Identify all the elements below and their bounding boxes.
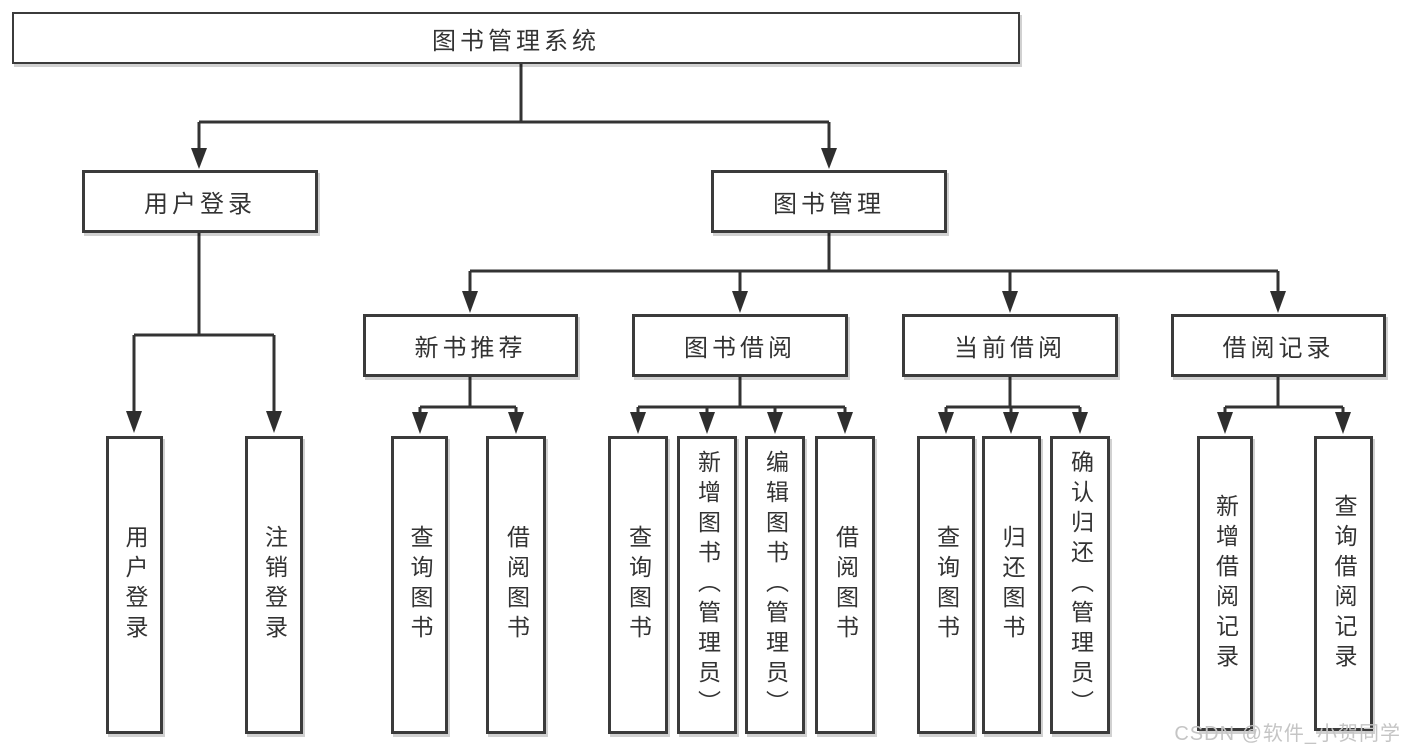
- connector-book-borrow-to-leaves: [630, 377, 853, 434]
- node-user-login: 用户登录: [82, 170, 318, 233]
- leaf-confirm-return-admin: 确认归还（管理员）: [1050, 436, 1110, 734]
- node-label: 编辑图书（管理员）: [762, 450, 789, 720]
- node-label: 新增图书（管理员）: [694, 450, 721, 720]
- node-label: 查询图书: [407, 525, 433, 645]
- arrow-icon: [630, 412, 646, 434]
- arrow-icon: [837, 412, 853, 434]
- node-label: 当前借阅: [954, 335, 1066, 362]
- arrow-icon: [462, 291, 478, 313]
- node-label: 图书借阅: [684, 335, 796, 362]
- node-label: 用户登录: [122, 525, 148, 645]
- leaf-user-login: 用户登录: [106, 436, 163, 734]
- node-label: 用户登录: [144, 191, 256, 218]
- node-book-management: 图书管理: [711, 170, 947, 233]
- node-label: 借阅图书: [832, 525, 859, 645]
- node-label: 查询借阅记录: [1331, 493, 1357, 674]
- arrow-icon: [1217, 412, 1233, 434]
- arrow-icon: [508, 412, 524, 434]
- leaf-add-book-admin: 新增图书（管理员）: [677, 436, 737, 734]
- arrow-icon: [1072, 412, 1088, 434]
- leaf-borrow-books: 借阅图书: [815, 436, 875, 734]
- arrow-icon: [1335, 412, 1351, 434]
- watermark: CSDN @软件_小贺同学: [1174, 723, 1401, 745]
- leaf-query-books-recommend: 查询图书: [391, 436, 448, 734]
- node-library-system: 图书管理系统: [12, 12, 1020, 64]
- leaf-logout: 注销登录: [245, 436, 303, 734]
- node-label: 借阅记录: [1222, 335, 1335, 362]
- node-label: 查询图书: [625, 525, 652, 645]
- connector-book-mgmt-to-level3: [462, 233, 1286, 313]
- arrow-icon: [1003, 412, 1019, 434]
- arrow-icon: [821, 148, 837, 169]
- arrow-icon: [126, 411, 142, 433]
- node-book-borrow: 图书借阅: [632, 314, 848, 377]
- node-label: 图书管理系统: [432, 27, 600, 55]
- arrow-icon: [699, 412, 715, 434]
- connector-root-to-level2: [191, 64, 837, 169]
- leaf-add-borrow-record: 新增借阅记录: [1197, 436, 1253, 731]
- arrow-icon: [191, 148, 207, 169]
- node-label: 图书管理: [773, 191, 885, 218]
- leaf-query-books-current: 查询图书: [917, 436, 975, 734]
- leaf-query-books-borrow: 查询图书: [608, 436, 668, 734]
- node-new-book-recommend: 新书推荐: [363, 314, 578, 377]
- node-current-borrow: 当前借阅: [902, 314, 1118, 377]
- connector-new-books-to-leaves: [412, 377, 524, 434]
- leaf-query-borrow-record: 查询借阅记录: [1314, 436, 1373, 731]
- node-borrow-records: 借阅记录: [1171, 314, 1386, 377]
- connector-current-borrow-to-leaves: [938, 377, 1088, 434]
- arrow-icon: [938, 412, 954, 434]
- node-label: 借阅图书: [503, 525, 530, 645]
- arrow-icon: [732, 291, 748, 313]
- arrow-icon: [767, 412, 783, 434]
- leaf-return-books: 归还图书: [982, 436, 1041, 734]
- connector-borrow-records-to-leaves: [1217, 377, 1351, 434]
- node-label: 注销登录: [261, 525, 288, 645]
- connector-user-login-to-leaves: [126, 233, 282, 433]
- leaf-borrow-books-recommend: 借阅图书: [486, 436, 546, 734]
- arrow-icon: [1002, 291, 1018, 313]
- node-label: 查询图书: [933, 525, 960, 645]
- node-label: 确认归还（管理员）: [1067, 450, 1094, 720]
- node-label: 归还图书: [999, 525, 1025, 645]
- arrow-icon: [266, 411, 282, 433]
- arrow-icon: [1270, 291, 1286, 313]
- node-label: 新增借阅记录: [1212, 493, 1239, 674]
- leaf-edit-book-admin: 编辑图书（管理员）: [745, 436, 805, 734]
- node-label: 新书推荐: [414, 335, 527, 362]
- arrow-icon: [412, 412, 428, 434]
